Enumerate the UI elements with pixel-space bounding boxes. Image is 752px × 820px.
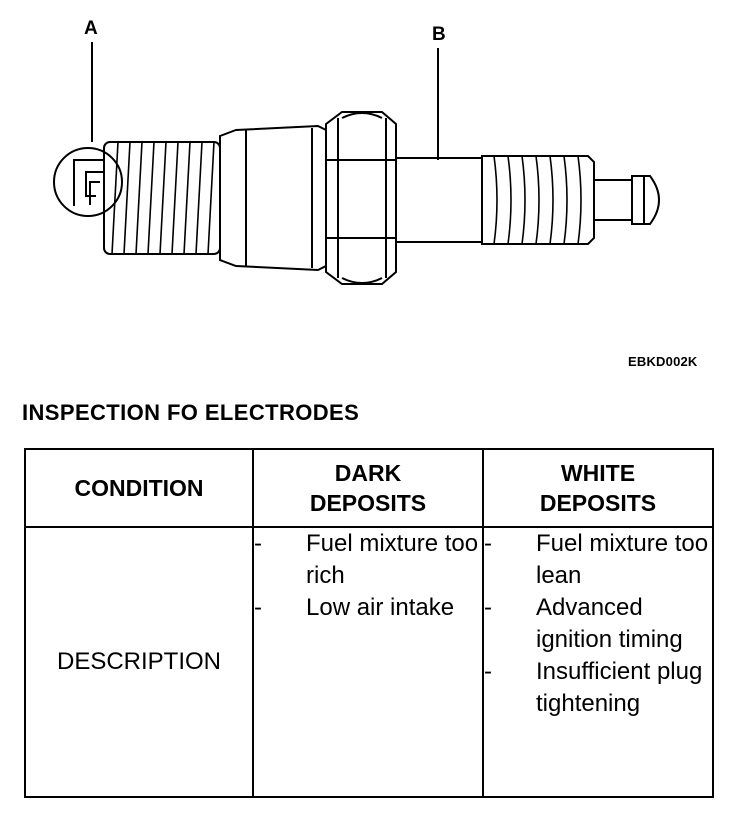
white-deposits-cell: - Fuel mixture too lean - Advanced ignit… bbox=[482, 526, 714, 798]
dark-item-text: Fuel mixture too rich bbox=[306, 530, 479, 589]
header-condition: CONDITION bbox=[24, 448, 254, 528]
list-item: - Insufficient plug tightening bbox=[484, 656, 712, 720]
inspection-table: CONDITION DARK DEPOSITS WHITE DEPOSITS D… bbox=[24, 448, 714, 798]
description-row: DESCRIPTION - Fuel mixture too rich - Lo… bbox=[24, 526, 714, 798]
bullet-dash: - bbox=[484, 658, 492, 685]
bullet-dash: - bbox=[484, 530, 492, 557]
electrode-circle bbox=[53, 147, 123, 217]
dark-deposits-cell: - Fuel mixture too rich - Low air intake bbox=[252, 526, 484, 798]
list-item: - Fuel mixture too rich bbox=[254, 528, 482, 592]
section-title: INSPECTION FO ELECTRODES bbox=[22, 400, 360, 425]
figure-code: EBKD002K bbox=[628, 354, 698, 369]
header-row: CONDITION DARK DEPOSITS WHITE DEPOSITS bbox=[24, 448, 714, 528]
spark-plug-figure: A B EBKD002K bbox=[0, 0, 752, 380]
row-label-description: DESCRIPTION bbox=[24, 526, 254, 798]
white-item-text: Advanced ignition timing bbox=[536, 594, 683, 653]
list-item: - Low air intake bbox=[254, 592, 482, 624]
bullet-dash: - bbox=[484, 594, 492, 621]
callout-label-b: B bbox=[432, 24, 446, 45]
callout-label-a: A bbox=[84, 18, 98, 39]
header-white-line2: DEPOSITS bbox=[539, 490, 657, 516]
bullet-dash: - bbox=[254, 530, 262, 557]
white-item-text: Fuel mixture too lean bbox=[536, 530, 709, 589]
white-item-text: Insufficient plug tightening bbox=[536, 658, 703, 717]
header-dark-line1: DARK bbox=[334, 460, 402, 486]
list-item: - Advanced ignition timing bbox=[484, 592, 712, 656]
spark-plug-illustration bbox=[53, 42, 660, 285]
header-dark-line2: DEPOSITS bbox=[309, 490, 427, 516]
header-white-deposits: WHITE DEPOSITS bbox=[482, 448, 714, 528]
header-dark-deposits: DARK DEPOSITS bbox=[252, 448, 484, 528]
list-item: - Fuel mixture too lean bbox=[484, 528, 712, 592]
header-white-line1: WHITE bbox=[560, 460, 636, 486]
bullet-dash: - bbox=[254, 594, 262, 621]
dark-item-text: Low air intake bbox=[306, 594, 455, 621]
